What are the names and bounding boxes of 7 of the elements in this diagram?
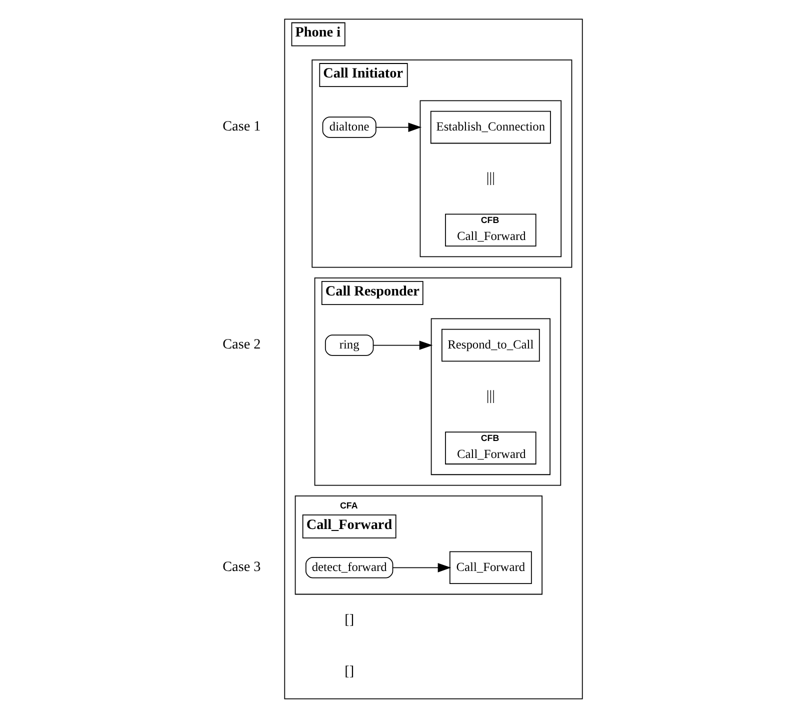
label: ||| [486, 388, 495, 404]
label: Case 3 [222, 559, 261, 576]
label: [] [344, 612, 354, 628]
label: Case 1 [222, 118, 261, 135]
label: Case 2 [222, 336, 261, 353]
label: ||| [486, 170, 495, 186]
label: [] [344, 664, 354, 680]
